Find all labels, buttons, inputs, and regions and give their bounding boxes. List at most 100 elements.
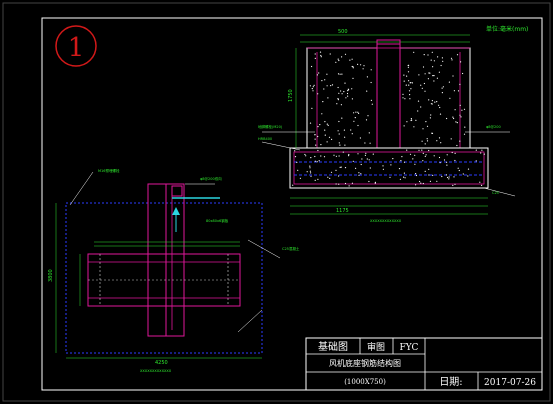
title-date-label: 日期: xyxy=(439,376,462,388)
hatch-dot xyxy=(452,75,454,77)
hatch-dot xyxy=(463,108,466,110)
plan-label-1: M16预埋螺栓 xyxy=(98,168,120,173)
hatch-dot xyxy=(421,87,423,89)
hatch-dot xyxy=(404,98,406,100)
hatch-dot xyxy=(436,140,438,142)
hatch-dot xyxy=(467,168,470,170)
hatch-dot xyxy=(434,101,436,103)
hatch-dot xyxy=(335,169,337,171)
hatch-dot xyxy=(320,54,322,57)
hatch-dot xyxy=(351,133,353,135)
hatch-dot xyxy=(366,76,368,78)
hatch-dot xyxy=(460,116,462,118)
hatch-dot xyxy=(403,176,405,178)
hatch-dot xyxy=(431,100,433,102)
foundation-slab xyxy=(289,147,489,189)
hatch-dot xyxy=(448,176,450,178)
hatch-dot xyxy=(358,112,360,114)
hatch-dot xyxy=(296,161,298,163)
hatch-dot xyxy=(357,111,359,113)
hatch-dot xyxy=(430,114,432,116)
hatch-dot xyxy=(306,171,308,173)
hatch-dot xyxy=(421,140,423,142)
hatch-dot xyxy=(292,184,294,186)
hatch-dot xyxy=(357,63,359,65)
elevation-caption: XXXXXXXXXXXXX xyxy=(370,219,402,223)
elevation-left-label-1: 地脚螺栓(M20) xyxy=(258,124,283,129)
hatch-dot xyxy=(309,167,311,169)
hatch-dot xyxy=(310,175,312,177)
hatch-dot xyxy=(313,84,315,86)
hatch-dot xyxy=(338,142,340,144)
hatch-dot xyxy=(441,87,443,89)
hatch-dot xyxy=(331,84,334,86)
hatch-dot xyxy=(403,80,405,82)
hatch-dot xyxy=(346,92,349,95)
sheet-number-circle xyxy=(55,25,97,67)
hatch-dot xyxy=(311,88,313,90)
hatch-dot xyxy=(406,75,408,77)
hatch-dot xyxy=(441,175,443,178)
hatch-dot xyxy=(324,79,326,81)
elevation-view: 500 1750 1175 XXXXXXXXXXXXX 地脚螺栓(M20) HR… xyxy=(258,29,516,223)
hatch-dot xyxy=(454,152,456,154)
hatch-dot xyxy=(364,154,366,156)
hatch-dot xyxy=(319,124,321,126)
hatch-dot xyxy=(344,144,346,146)
hatch-dot xyxy=(400,160,402,162)
hatch-dot xyxy=(392,158,394,160)
hatch-dot xyxy=(341,56,343,58)
hatch-dot xyxy=(351,98,353,100)
hatch-dot xyxy=(456,54,459,56)
hatch-dot xyxy=(462,72,464,75)
hatch-dot xyxy=(312,90,314,92)
title-drawing-name: 风机底座钢筋结构图 xyxy=(329,358,401,368)
hatch-dot xyxy=(351,88,353,90)
hatch-dot xyxy=(423,82,425,85)
hatch-dot xyxy=(464,126,466,128)
hatch-dot xyxy=(475,160,477,162)
hatch-dot xyxy=(409,98,411,100)
hatch-dot xyxy=(305,155,307,157)
title-reviewer: FYC xyxy=(400,343,419,353)
hatch-dot xyxy=(407,64,409,67)
hatch-dot xyxy=(297,169,299,171)
hatch-dot xyxy=(437,56,439,58)
hatch-dot xyxy=(311,65,313,68)
hatch-dot xyxy=(423,54,425,56)
hatch-dot xyxy=(420,182,422,184)
hatch-dot xyxy=(461,109,463,111)
hatch-dot xyxy=(314,155,316,158)
hatch-dot xyxy=(314,179,316,181)
hatch-dot xyxy=(460,61,462,63)
hatch-dot xyxy=(323,88,325,90)
hatch-dot xyxy=(309,165,311,167)
title-review-label: 审图 xyxy=(367,341,385,353)
hatch-dot xyxy=(324,134,326,136)
hatch-dot xyxy=(358,172,360,174)
hatch-dot xyxy=(456,122,458,124)
hatch-dot xyxy=(404,177,406,179)
hatch-dot xyxy=(328,136,331,138)
hatch-dot xyxy=(360,64,362,66)
hatch-dot xyxy=(451,151,453,154)
hatch-dot xyxy=(438,104,440,106)
hatch-dot xyxy=(410,88,412,90)
hatch-dot xyxy=(407,66,409,68)
hatch-dot xyxy=(372,153,374,155)
hatch-dot xyxy=(317,126,319,128)
hatch-dot xyxy=(451,59,453,61)
hatch-dot xyxy=(318,72,320,74)
hatch-dot xyxy=(314,160,316,162)
hatch-dot xyxy=(333,154,335,156)
hatch-dot xyxy=(352,67,354,69)
hatch-dot xyxy=(446,161,448,163)
hatch-dot xyxy=(326,73,328,75)
hatch-dot xyxy=(480,152,482,154)
hatch-dot xyxy=(369,142,371,144)
hatch-dot xyxy=(337,99,339,101)
hatch-dot xyxy=(368,159,370,161)
hatch-dot xyxy=(327,176,329,178)
hatch-dot xyxy=(448,81,450,83)
